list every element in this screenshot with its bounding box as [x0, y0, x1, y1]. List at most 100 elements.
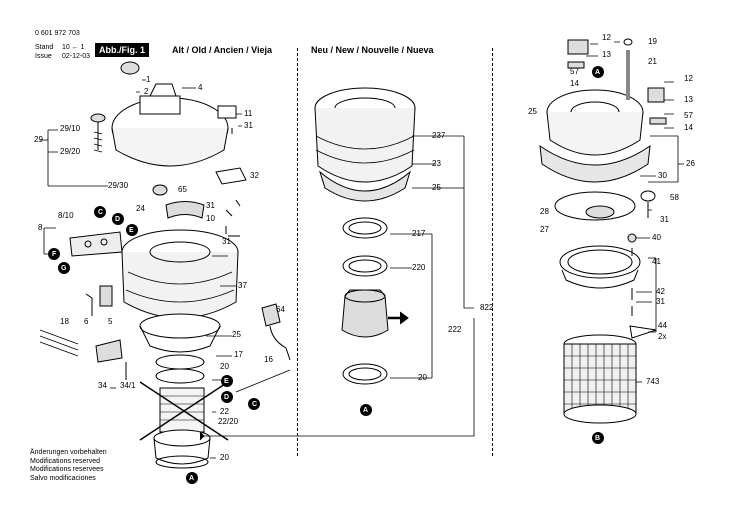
label-40: 40 [652, 233, 661, 242]
label-29-10: 29/10 [60, 124, 81, 133]
label-222: 222 [448, 325, 462, 334]
marker-b: B [595, 435, 601, 442]
issue-date: 02-12-03 [62, 53, 91, 60]
motor-head-old [69, 229, 239, 384]
marker-g: G [61, 265, 67, 272]
label-2x: 2x [658, 332, 667, 341]
label-14-b: 14 [684, 123, 693, 132]
label-217: 217 [412, 229, 426, 238]
label-20-mid: 20 [418, 373, 427, 382]
old-title: Alt / Old / Ancien / Vieja [172, 45, 273, 55]
marker-e-right: E [224, 378, 229, 385]
label-10: 10 [206, 214, 215, 223]
label-21: 21 [648, 57, 657, 66]
label-743: 743 [646, 377, 660, 386]
label-13-b: 13 [684, 95, 693, 104]
marker-f: F [52, 251, 57, 258]
cartridge-filter-new [563, 334, 637, 424]
label-65: 65 [178, 185, 187, 194]
label-22-20: 22/20 [218, 417, 239, 426]
stand-value: 10 ← 1 [62, 44, 85, 51]
marker-d-right: D [224, 394, 230, 401]
label-20-a: 20 [220, 362, 229, 371]
label-16: 16 [264, 355, 273, 364]
label-25-left: 25 [232, 330, 241, 339]
label-29-30: 29/30 [108, 181, 129, 190]
divider-right [492, 48, 493, 456]
divider-left [297, 48, 298, 456]
figure-tag: Abb./Fig. 1 [95, 43, 149, 57]
label-32: 32 [250, 171, 259, 180]
label-4: 4 [198, 83, 203, 92]
label-37: 37 [238, 281, 247, 290]
bracket-lines-right [586, 41, 684, 383]
label-34-1: 34/1 [120, 381, 136, 390]
label-11: 11 [244, 109, 253, 118]
modification-notes: Änderungen vorbehalten Modifications res… [30, 449, 107, 483]
marker-d: D [115, 216, 121, 223]
label-237: 237 [432, 131, 446, 140]
label-8-10: 8/10 [58, 211, 74, 220]
label-31-a: 31 [244, 121, 253, 130]
label-13-a: 13 [602, 50, 611, 59]
label-31-b: 31 [206, 201, 215, 210]
filter-old-crossed [139, 381, 229, 469]
issue-label: Issue [35, 53, 52, 60]
label-29: 29 [34, 135, 43, 144]
marker-e: E [129, 227, 134, 234]
label-28: 28 [540, 207, 549, 216]
label-1: 1 [146, 75, 151, 84]
label-19: 19 [648, 37, 657, 46]
label-12-b: 12 [684, 74, 693, 83]
label-29-20: 29/20 [60, 147, 81, 156]
marker-a-right: A [595, 69, 601, 76]
marker-a-mid: A [363, 407, 369, 414]
label-22: 22 [220, 407, 229, 416]
new-title: Neu / New / Nouvelle / Nueva [311, 45, 434, 55]
note-es: Salvo modificaciones [30, 474, 96, 482]
label-25-mid: 25 [432, 183, 441, 192]
filter-support-new [554, 191, 657, 339]
part-number: 0 601 972 703 [35, 30, 80, 37]
label-31-a-right: 31 [660, 215, 669, 224]
label-24: 24 [136, 204, 145, 213]
label-34: 34 [98, 381, 107, 390]
label-44: 44 [658, 321, 667, 330]
label-58: 58 [670, 193, 679, 202]
label-64: 64 [276, 305, 285, 314]
marker-a-left: A [189, 475, 195, 482]
note-fr: Modifications reservees [30, 466, 104, 473]
label-5: 5 [108, 317, 113, 326]
label-6: 6 [84, 317, 89, 326]
label-17: 17 [234, 350, 243, 359]
bracket-lines-mid [199, 135, 475, 441]
label-14-a: 14 [570, 79, 579, 88]
label-25-right: 25 [528, 107, 537, 116]
marker-c: C [98, 209, 104, 216]
note-de: Änderungen vorbehalten [30, 449, 107, 456]
bracket-lines-left [40, 79, 242, 459]
label-27: 27 [540, 225, 549, 234]
circle-markers [48, 66, 604, 484]
label-822: 822 [480, 303, 494, 312]
label-57-a: 57 [570, 67, 579, 76]
label-20-b: 20 [220, 453, 229, 462]
label-41: 41 [652, 257, 661, 266]
lid-assembly-old [90, 61, 247, 219]
label-26: 26 [686, 159, 695, 168]
label-31-b-right: 31 [656, 297, 665, 306]
note-en: Modifications reserved [30, 457, 101, 465]
label-42: 42 [656, 287, 665, 296]
label-220: 220 [412, 263, 426, 272]
motor-head-new [314, 87, 416, 385]
small-parts-old [39, 128, 291, 393]
label-57-b: 57 [684, 111, 693, 120]
marker-c-right: C [252, 401, 258, 408]
label-23: 23 [432, 159, 441, 168]
label-2: 2 [144, 87, 149, 96]
label-18: 18 [60, 317, 69, 326]
lid-assembly-new [539, 38, 667, 218]
label-8: 8 [38, 223, 43, 232]
label-31-c: 31 [222, 237, 231, 246]
